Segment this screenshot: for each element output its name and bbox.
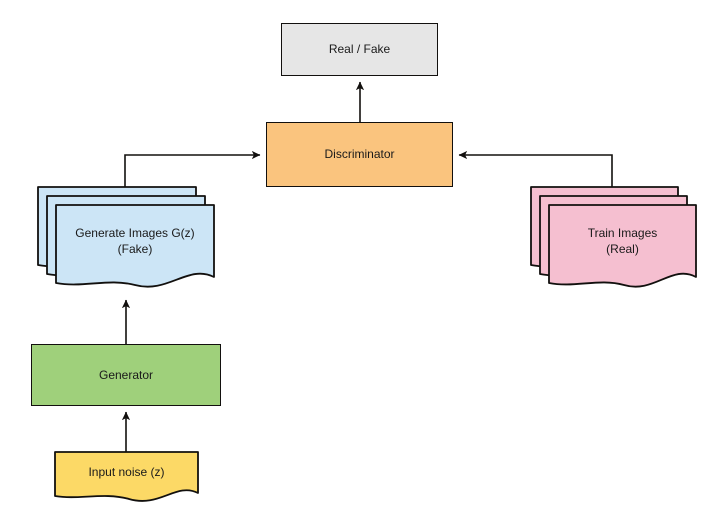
- node-generator-label: Generator: [98, 367, 154, 382]
- node-generator[interactable]: Generator: [31, 344, 221, 406]
- node-train-images-label-wrap: Train Images (Real): [549, 212, 696, 270]
- node-real-fake[interactable]: Real / Fake: [281, 23, 438, 76]
- node-generated-images-label-wrap: Generate Images G(z) (Fake): [56, 212, 214, 270]
- node-discriminator-label: Discriminator: [324, 147, 395, 161]
- node-discriminator[interactable]: Discriminator: [266, 122, 453, 187]
- node-input-noise-label-wrap: Input noise (z): [55, 455, 198, 489]
- edge-generated-images-to-discriminator: [124, 150, 261, 187]
- node-generated-images[interactable]: [37, 186, 215, 288]
- node-train-images[interactable]: [530, 186, 697, 288]
- node-input-noise-label: Input noise (z): [88, 465, 165, 479]
- node-generated-images-label: Generate Images G(z) (Fake): [75, 226, 195, 256]
- node-input-noise[interactable]: [54, 451, 199, 502]
- node-real-fake-label: Real / Fake: [328, 42, 391, 56]
- node-train-images-label: Train Images (Real): [587, 226, 658, 256]
- edge-train-images-to-discriminator: [458, 150, 613, 187]
